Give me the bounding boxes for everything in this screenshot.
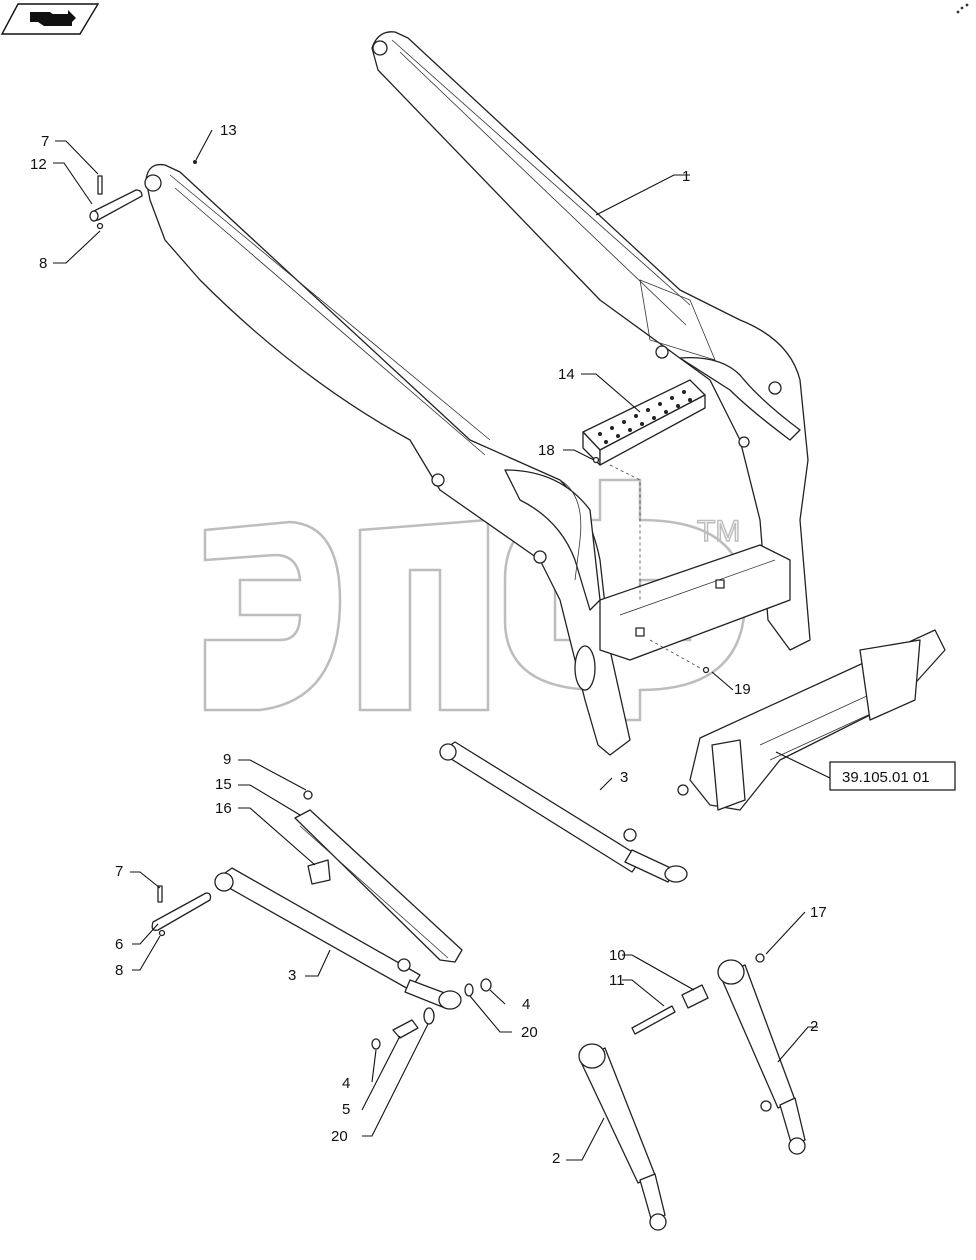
back-arrow-icon (30, 10, 76, 26)
callout-6: 6 (115, 936, 123, 953)
callout-8: 8 (39, 255, 47, 272)
fastener-18 (592, 456, 600, 464)
cylinder-tilt-left (578, 1043, 667, 1231)
callout-18: 18 (538, 442, 555, 459)
callout-3: 3 (620, 769, 628, 786)
callout-7: 7 (115, 863, 123, 880)
callout-14: 14 (558, 366, 575, 383)
callout-15: 15 (215, 776, 232, 793)
callout-1: 1 (682, 168, 690, 185)
cylinder-upper (439, 741, 688, 883)
callout-3: 3 (288, 967, 296, 984)
callout-labels: 1 2 2 3 3 4 4 5 6 7 7 8 8 9 10 11 12 13 … (30, 122, 827, 1167)
cylinder-lower (151, 867, 492, 1050)
step-plate (582, 379, 706, 466)
callout-9: 9 (223, 751, 231, 768)
callout-19: 19 (734, 681, 751, 698)
trademark-mark: TM (697, 515, 740, 548)
callout-5: 5 (342, 1101, 350, 1118)
callout-17: 17 (810, 904, 827, 921)
callout-13: 13 (220, 122, 237, 139)
callout-20: 20 (521, 1024, 538, 1041)
pin-top (89, 160, 197, 230)
callout-16: 16 (215, 800, 232, 817)
fastener-19 (702, 666, 710, 674)
callout-7: 7 (41, 133, 49, 150)
reference-box[interactable] (829, 761, 956, 791)
reference-label[interactable]: 39.105.01 01 (842, 769, 930, 786)
callout-2: 2 (552, 1150, 560, 1167)
cylinder-tilt-right (717, 959, 806, 1155)
callout-4: 4 (342, 1075, 350, 1092)
loader-arm-assembly (144, 31, 811, 756)
callout-20: 20 (331, 1128, 348, 1145)
callout-2: 2 (810, 1018, 818, 1035)
callout-8: 8 (115, 962, 123, 979)
link-bar (294, 790, 463, 963)
nav-dots-icon (956, 3, 969, 14)
callout-4: 4 (522, 996, 530, 1013)
chassis-reference-view (677, 629, 946, 811)
watermark-logo: TM (203, 478, 747, 722)
back-nav-button[interactable] (0, 3, 100, 35)
callout-11: 11 (609, 972, 625, 989)
callout-10: 10 (609, 947, 626, 964)
leader-lines (53, 129, 831, 1161)
pin-10-11-17 (631, 953, 765, 1035)
callout-12: 12 (30, 156, 47, 173)
